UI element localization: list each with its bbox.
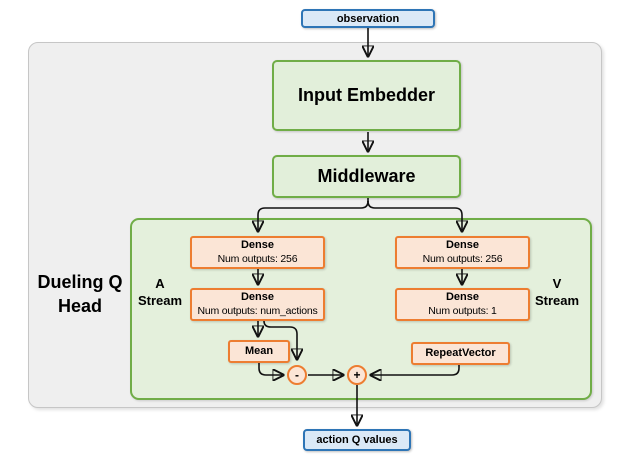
mean-node: Mean — [228, 340, 290, 363]
input-embedder-node: Input Embedder — [272, 60, 461, 131]
repeat-vector-label: RepeatVector — [425, 346, 496, 359]
v-dense2-node: Dense Num outputs: 1 — [395, 288, 530, 321]
a-dense2-subtitle: Num outputs: num_actions — [197, 304, 318, 317]
action-q-values-label: action Q values — [316, 434, 398, 446]
v-stream-label-line2: Stream — [534, 292, 580, 308]
observation-label: observation — [336, 12, 400, 25]
arrow-repeatvector-to-plus — [372, 365, 460, 375]
dueling-q-head-label: Dueling Q Head — [28, 270, 132, 319]
observation-node: observation — [301, 9, 435, 28]
a-stream-label-line1: A — [155, 276, 165, 291]
a-dense1-node: Dense Num outputs: 256 — [190, 236, 325, 269]
action-q-values-node: action Q values — [303, 429, 411, 451]
a-stream-label-line2: Stream — [137, 292, 183, 308]
v-dense2-subtitle: Num outputs: 1 — [428, 304, 497, 317]
dueling-q-head-label-line2: Head — [57, 296, 102, 317]
a-dense1-subtitle: Num outputs: 256 — [217, 252, 298, 265]
input-embedder-label: Input Embedder — [297, 85, 435, 105]
arrow-a-dense2-to-minus — [263, 320, 297, 358]
v-stream-label: V Stream — [531, 276, 583, 310]
repeat-vector-node: RepeatVector — [411, 342, 510, 365]
dueling-q-head-label-line1: Dueling Q — [37, 272, 123, 292]
a-dense2-node: Dense Num outputs: num_actions — [190, 288, 325, 321]
v-dense1-subtitle: Num outputs: 256 — [422, 252, 503, 265]
middleware-node: Middleware — [272, 155, 461, 198]
plus-op-label: + — [353, 368, 361, 382]
a-dense2-title: Dense — [240, 291, 275, 304]
plus-op-node: + — [347, 365, 367, 385]
arrow-middleware-to-a-dense1 — [258, 200, 369, 230]
a-dense1-title: Dense — [240, 239, 275, 252]
v-dense2-title: Dense — [445, 291, 480, 304]
mean-label: Mean — [244, 344, 274, 357]
v-dense1-node: Dense Num outputs: 256 — [395, 236, 530, 269]
v-dense1-title: Dense — [445, 239, 480, 252]
middleware-label: Middleware — [317, 166, 416, 186]
minus-op-label: - — [295, 368, 299, 382]
minus-op-node: - — [287, 365, 307, 385]
arrow-middleware-to-v-dense1 — [367, 200, 462, 230]
a-stream-label: A Stream — [134, 276, 186, 310]
arrow-mean-to-minus — [258, 363, 282, 375]
v-stream-label-line1: V — [552, 276, 562, 291]
